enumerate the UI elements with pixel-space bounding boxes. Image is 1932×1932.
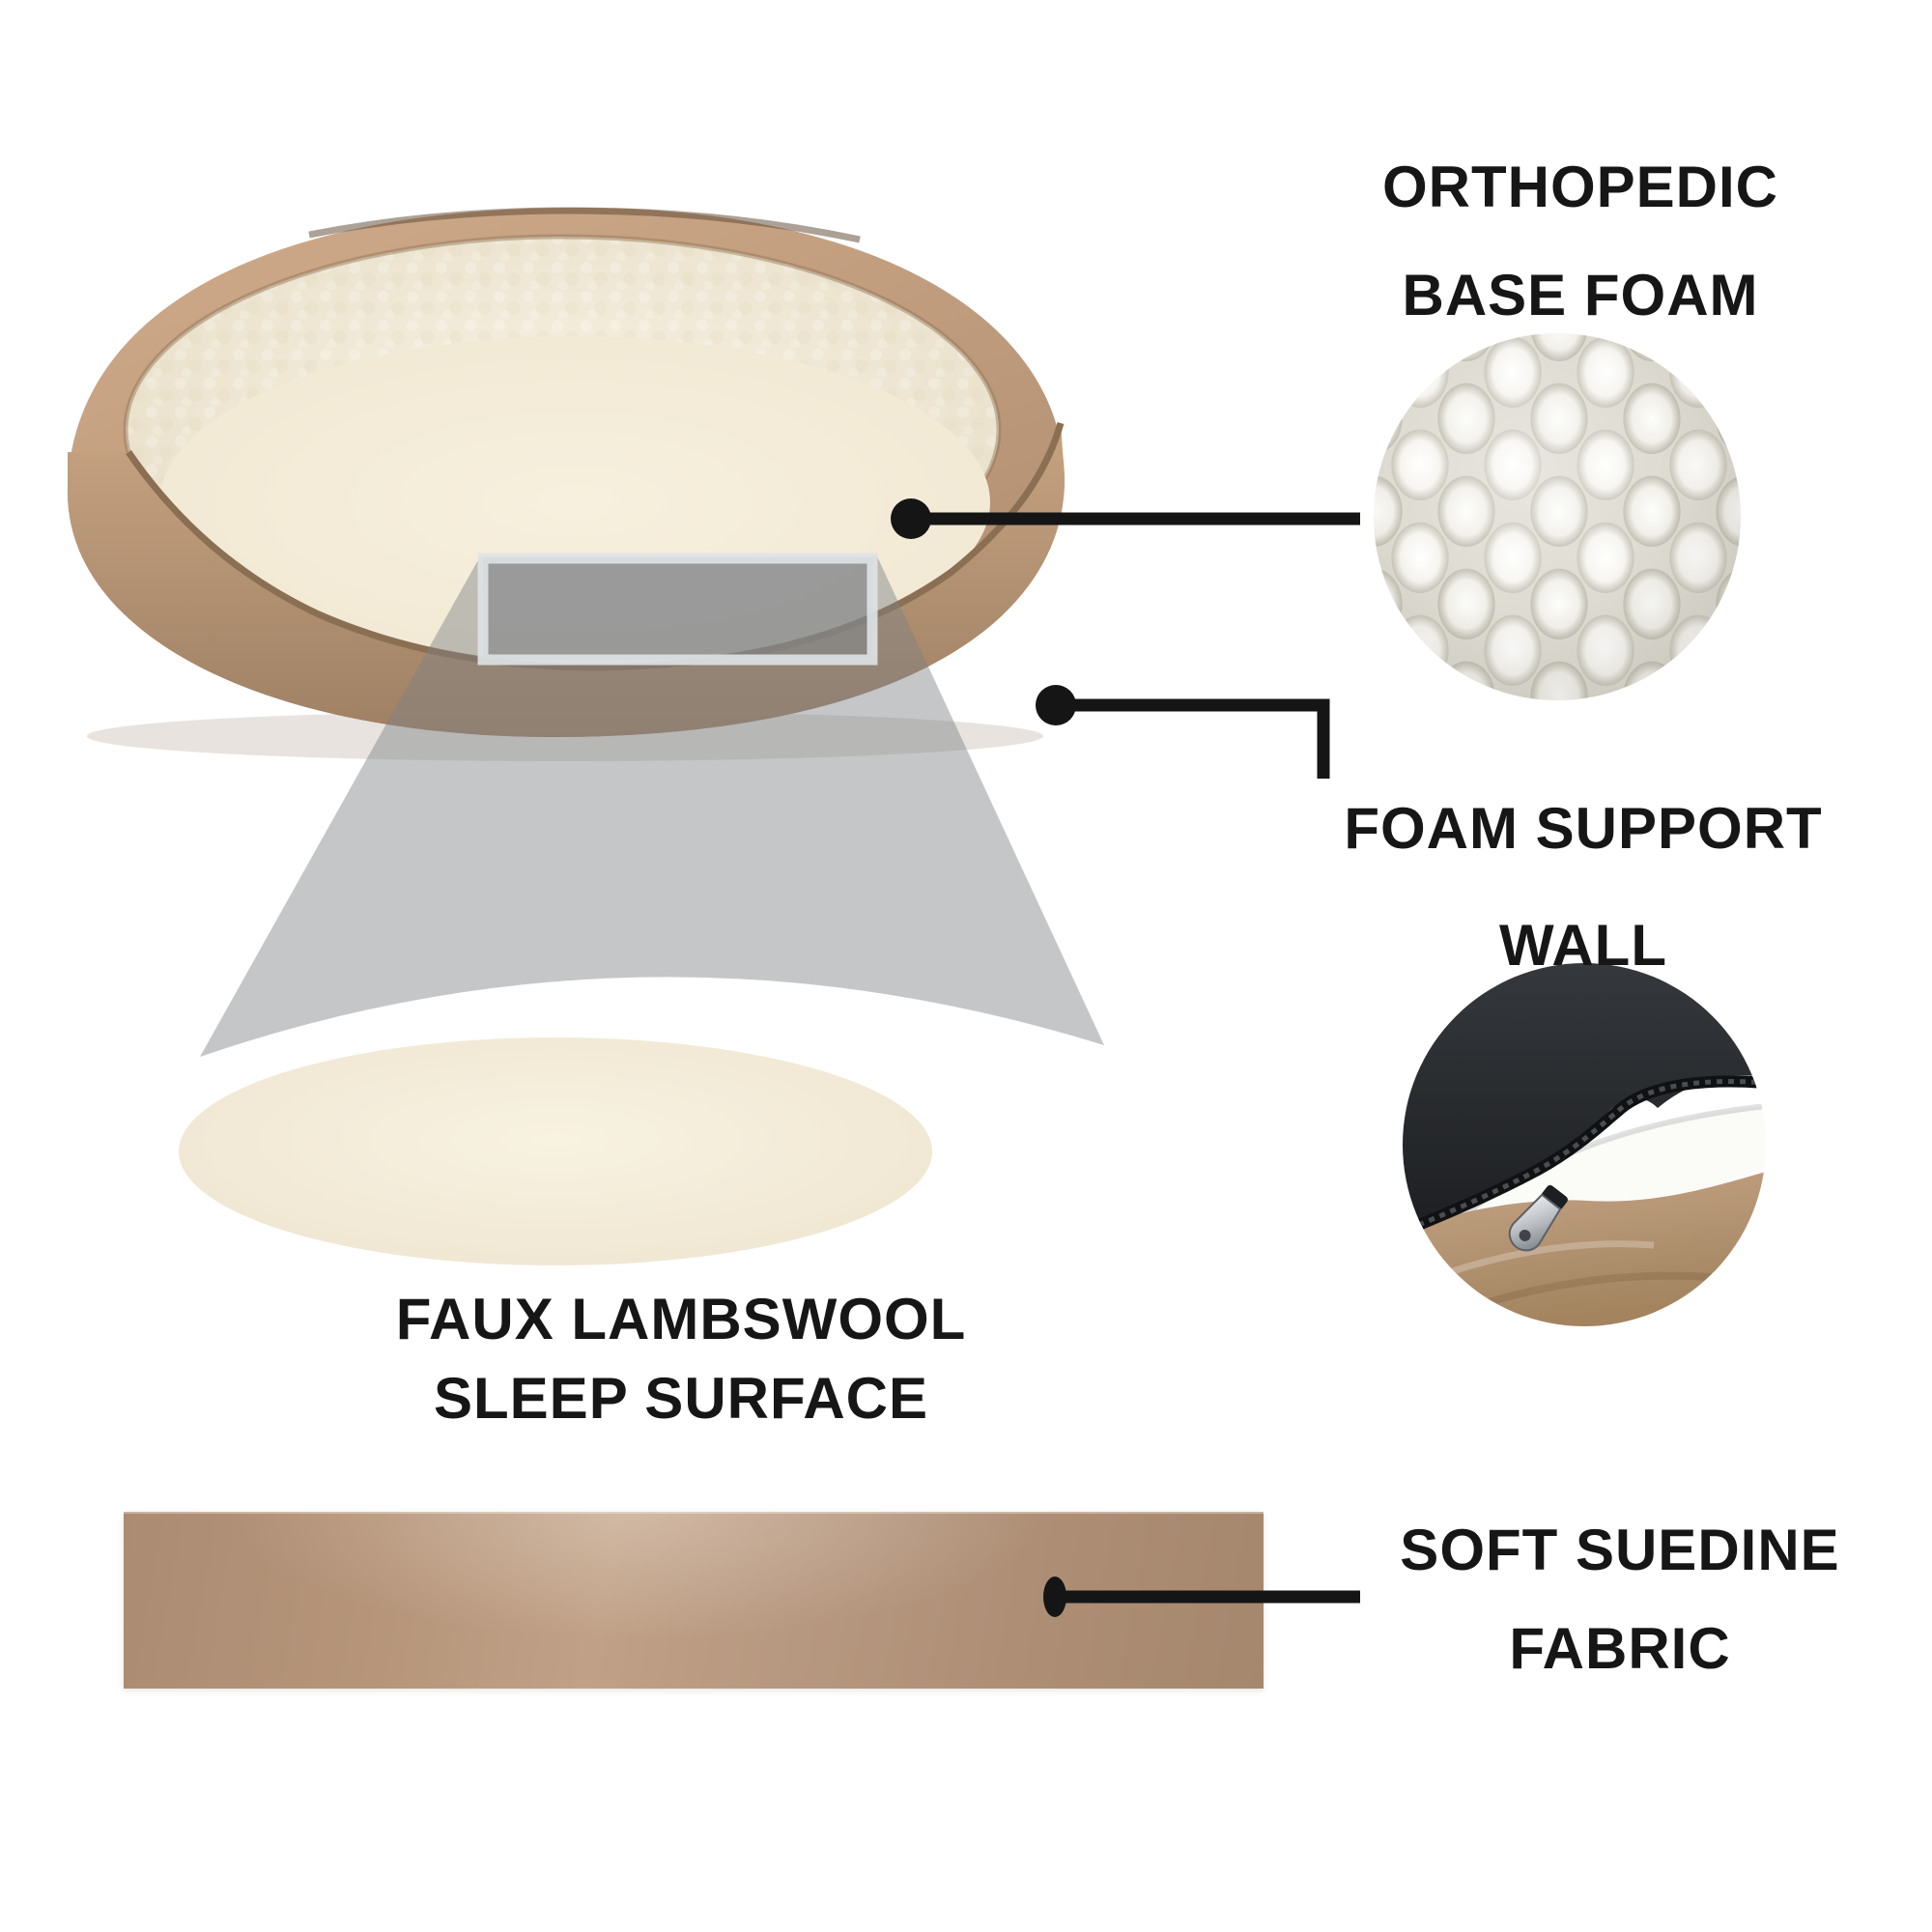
back-rim-trim xyxy=(308,207,861,243)
magnifier-rectangle xyxy=(477,553,878,666)
label-line: FOAM SUPPORT xyxy=(1344,796,1823,861)
label-orthopedic-base-foam: ORTHOPEDIC BASE FOAM xyxy=(1242,158,1918,325)
label-faux-lambswool-sleep-surface: FAUX LAMBSWOOL SLEEP SURFACE xyxy=(343,1291,1019,1428)
label-line: SOFT SUEDINE xyxy=(1400,1518,1840,1582)
label-line: BASE FOAM xyxy=(1402,263,1759,327)
projection-beam xyxy=(200,556,1104,1057)
label-line: WALL xyxy=(1499,913,1667,978)
callout-dot-support-wall xyxy=(1036,685,1076,725)
sleep-surface-projection xyxy=(179,1037,932,1265)
egg-crate-foam-swatch xyxy=(1374,333,1741,700)
suede-fold-shadow xyxy=(1459,1271,1722,1315)
label-line: SLEEP SURFACE xyxy=(433,1366,928,1431)
zipper-pull xyxy=(1508,1184,1568,1252)
label-soft-suedine-fabric: SOFT SUEDINE FABRIC xyxy=(1282,1521,1932,1678)
label-line: FAUX LAMBSWOOL xyxy=(395,1287,967,1351)
callouts xyxy=(891,498,1360,1617)
label-line: ORTHOPEDIC xyxy=(1381,155,1779,219)
foam-swatch-shading xyxy=(1374,333,1741,700)
suede-cover-flap xyxy=(1403,1172,1766,1326)
zipper-cover-illustration xyxy=(1403,963,1766,1326)
callout-dot-base-foam xyxy=(891,498,931,539)
inner-foam xyxy=(1441,1106,1766,1234)
label-line: FABRIC xyxy=(1509,1616,1731,1681)
zipper-teeth-detail xyxy=(1403,1078,1766,1236)
zipper-cover-swatch xyxy=(1403,963,1766,1326)
black-cover-flap xyxy=(1403,963,1766,1230)
callout-dot-fabric xyxy=(1043,1577,1066,1617)
label-foam-support-wall: FOAM SUPPORT WALL xyxy=(1245,800,1921,975)
bed-piping xyxy=(126,422,1065,671)
callout-line-support-wall xyxy=(1056,698,1330,779)
